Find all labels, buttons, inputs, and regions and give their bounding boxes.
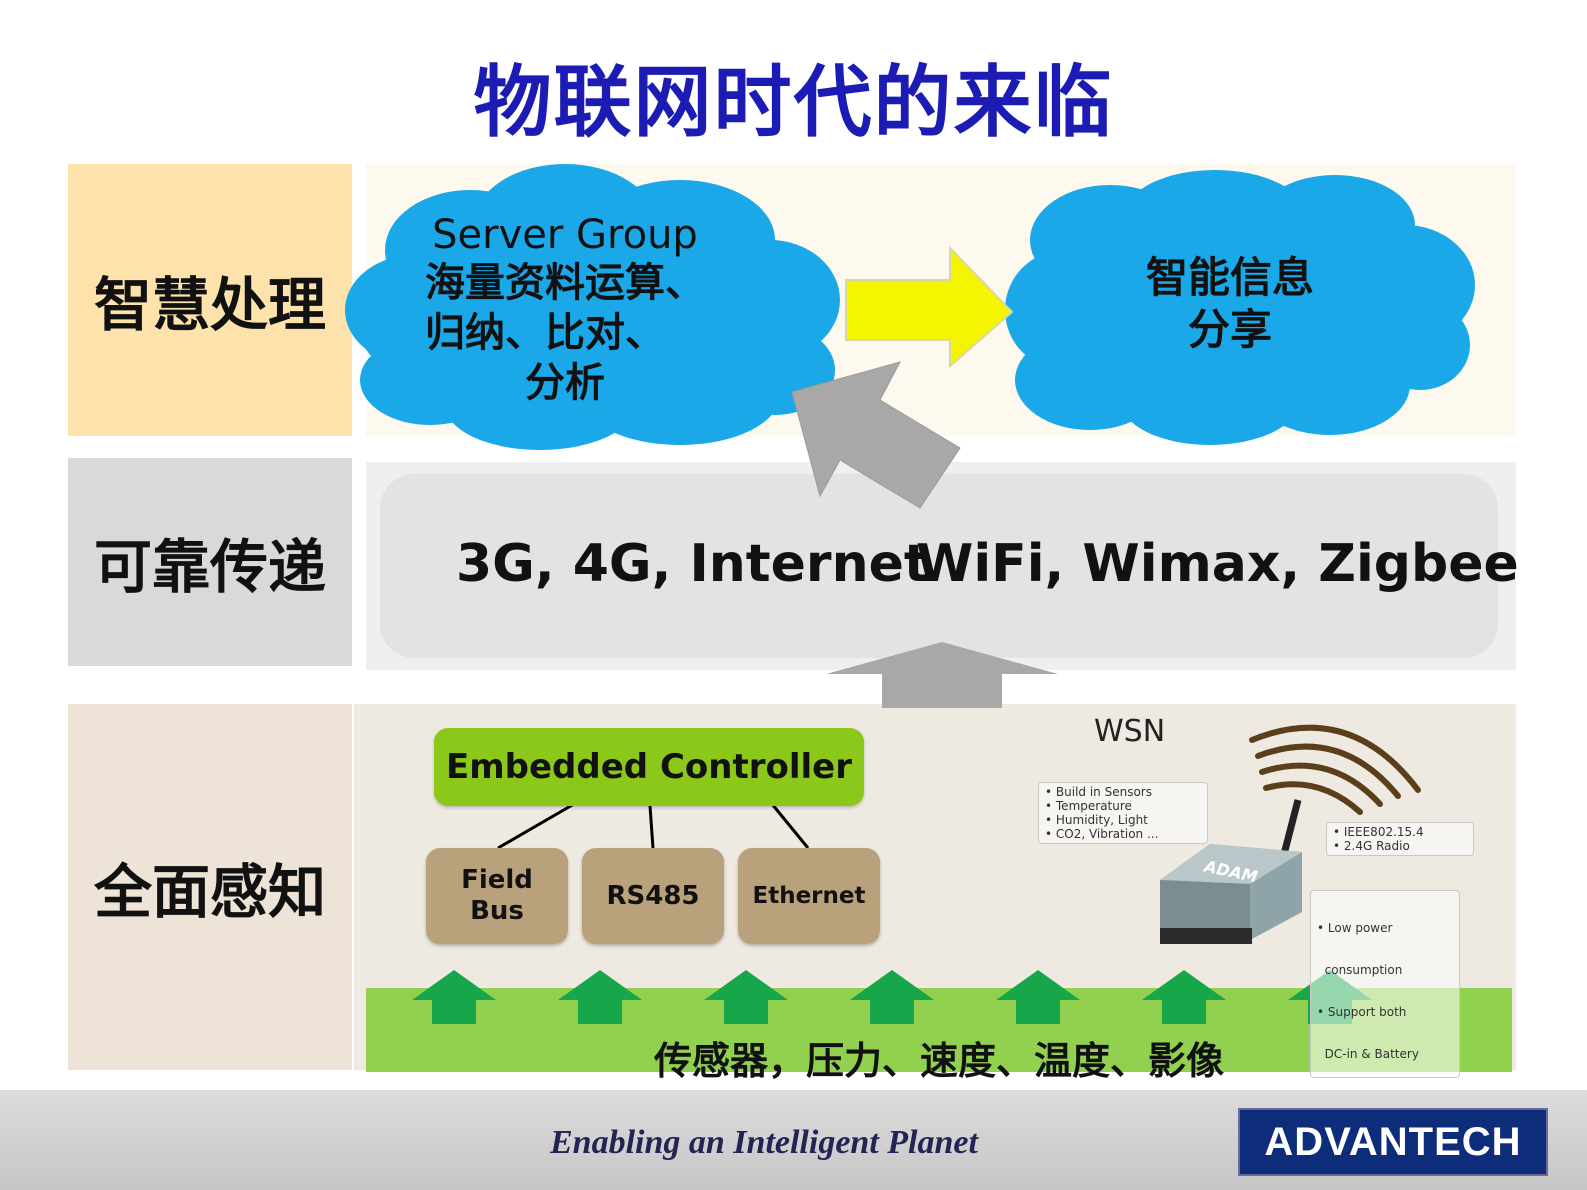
cloud-line: 分享 bbox=[1187, 305, 1272, 354]
embedded-controller-box: Embedded Controller bbox=[434, 728, 864, 806]
callout-line: • Low power bbox=[1317, 921, 1393, 935]
callout-line: • IEEE802.15.4 bbox=[1333, 825, 1424, 839]
cloud-line: 海量资料运算、 bbox=[425, 260, 705, 306]
power-callout: • Low power consumption • Support both D… bbox=[1310, 890, 1460, 1078]
middle-layer-label-bg bbox=[68, 458, 352, 666]
callout-line: • 2.4G Radio bbox=[1333, 839, 1410, 853]
middle-layer-panel bbox=[380, 474, 1498, 658]
green-up-arrow-icon bbox=[996, 970, 1080, 1024]
rs485-box: RS485 bbox=[582, 848, 724, 944]
callout-line: • Build in Sensors bbox=[1045, 785, 1152, 799]
page-title: 物联网时代的来临 bbox=[473, 58, 1114, 148]
callout-line: • Humidity, Light bbox=[1045, 813, 1148, 827]
callout-line: DC-in & Battery bbox=[1317, 1047, 1419, 1061]
right-cloud-text: 智能信息 分享 bbox=[1060, 252, 1400, 356]
label-smart-processing: 智慧处理 bbox=[93, 271, 326, 339]
gray-diagonal-arrow-icon bbox=[791, 361, 961, 509]
green-up-arrow-icon bbox=[850, 970, 934, 1024]
adam-device-icon bbox=[1160, 799, 1302, 944]
cloud-line: 分析 bbox=[525, 360, 605, 406]
green-arrows bbox=[412, 970, 1372, 1024]
sensor-bar-label: 传感器，压力、速度、温度、影像 bbox=[653, 1039, 1224, 1083]
connector-line bbox=[497, 802, 575, 850]
server-group-label: Server Group bbox=[432, 212, 698, 258]
field-bus-line1: Field bbox=[461, 865, 533, 895]
green-up-arrow-icon bbox=[704, 970, 788, 1024]
gray-up-arrow-icon bbox=[826, 642, 1058, 708]
radio-callout: • IEEE802.15.4 • 2.4G Radio bbox=[1326, 822, 1474, 856]
embedded-controller-label: Embedded Controller bbox=[446, 747, 852, 787]
callout-line: • Support both bbox=[1317, 1005, 1407, 1019]
green-up-arrow-icon bbox=[558, 970, 642, 1024]
footer-slogan: Enabling an Intelligent Planet bbox=[550, 1124, 978, 1161]
callout-line: consumption bbox=[1317, 963, 1403, 977]
cloud-line: 归纳、比对、 bbox=[425, 310, 665, 356]
sensors-callout: • Build in Sensors • Temperature • Humid… bbox=[1038, 782, 1208, 844]
left-cloud-text: Server Group 海量资料运算、 归纳、比对、 分析 bbox=[390, 212, 740, 408]
advantech-logo-text: ADVANTECH bbox=[1264, 1119, 1522, 1164]
left-cloud-shape bbox=[345, 164, 840, 450]
ethernet-label: Ethernet bbox=[752, 883, 866, 909]
connector-line bbox=[770, 803, 810, 849]
yellow-arrow-icon bbox=[845, 245, 1014, 369]
ethernet-box: Ethernet bbox=[738, 848, 880, 944]
rs485-label: RS485 bbox=[606, 881, 700, 911]
connector-line bbox=[648, 805, 655, 849]
network-text-cellular: 3G, 4G, Internet bbox=[456, 534, 929, 594]
advantech-logo: ADVANTECH bbox=[1238, 1108, 1548, 1176]
wsn-label: WSN bbox=[1094, 714, 1166, 749]
label-reliable-transfer: 可靠传递 bbox=[93, 533, 326, 601]
cloud-line: 智能信息 bbox=[1145, 253, 1314, 302]
callout-line: • CO2, Vibration ... bbox=[1045, 827, 1159, 841]
label-full-perception: 全面感知 bbox=[93, 858, 326, 926]
green-up-arrow-icon bbox=[412, 970, 496, 1024]
callout-line: • Temperature bbox=[1045, 799, 1132, 813]
bottom-layer-label-bg bbox=[68, 704, 352, 1070]
right-cloud-shape bbox=[1005, 170, 1475, 445]
green-up-arrow-icon bbox=[1142, 970, 1226, 1024]
field-bus-line2: Bus bbox=[470, 896, 524, 926]
top-layer-label-bg bbox=[68, 164, 352, 436]
network-text-wireless: WiFi, Wimax, Zigbee bbox=[916, 534, 1519, 594]
wireless-signal-icon bbox=[1249, 724, 1421, 815]
